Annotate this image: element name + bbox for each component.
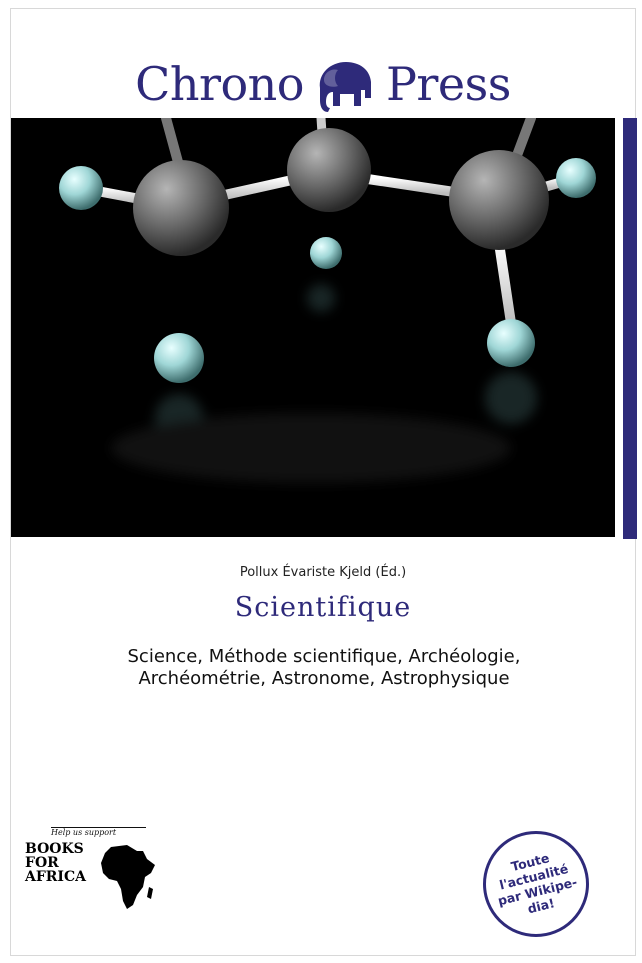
book-subtitle: Science, Méthode scientifique, Archéolog… <box>51 646 597 690</box>
cover-image <box>11 118 615 537</box>
africa-map-icon <box>101 845 155 909</box>
bfa-word-books: BOOKS <box>25 841 84 857</box>
book-cover: Chrono Press <box>10 8 637 956</box>
bfa-wordmark: BOOKS FOR AFRICA <box>25 842 86 884</box>
bfa-tagline: Help us support <box>51 827 146 837</box>
book-title: Scientifique <box>234 592 412 623</box>
books-for-africa-logo: Help us support BOOKS FOR AFRICA <box>25 827 165 919</box>
author-line: Pollux Évariste Kjeld (Éd.) <box>239 565 407 580</box>
publisher-logo: Chrono Press <box>11 49 635 119</box>
badge-text: Toute l'actualité par Wikipe- dia! <box>489 845 582 923</box>
wikipedia-badge: Toute l'actualité par Wikipe- dia! <box>483 831 589 937</box>
side-stripe <box>623 118 637 539</box>
bfa-word-for: FOR <box>25 855 59 871</box>
subtitle-line-1: Science, Méthode scientifique, Archéolog… <box>127 646 521 667</box>
elephant-icon <box>319 62 371 112</box>
subtitle-line-2: Archéométrie, Astronome, Astrophysique <box>138 668 510 689</box>
publisher-name-right: Press <box>385 57 511 111</box>
molecule-icon <box>11 118 615 537</box>
bfa-word-africa: AFRICA <box>25 869 86 885</box>
publisher-name-left: Chrono <box>135 57 304 111</box>
